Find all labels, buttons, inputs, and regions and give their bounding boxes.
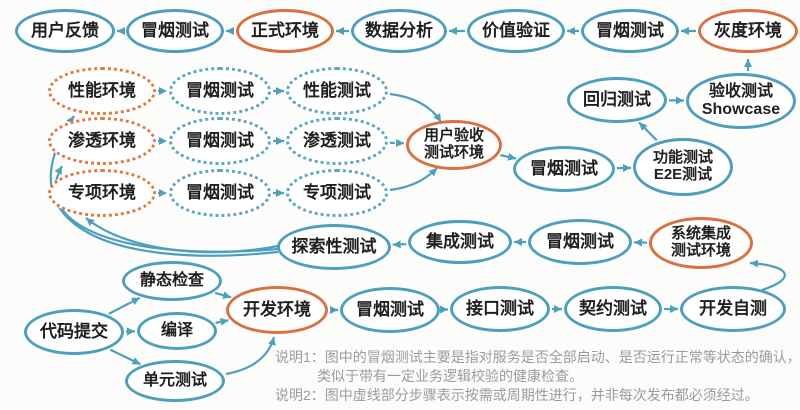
node-regression-test: 回归测试 [567, 77, 667, 123]
node-special-env: 专项环境 [48, 169, 156, 217]
edge-functional-test-to-regression-test [638, 121, 658, 142]
node-value-validation: 价值验证 [467, 9, 565, 53]
edge-exploratory-test-to-perf-env [49, 115, 279, 257]
node-acceptance-test: 验收测试 Showcase [686, 73, 796, 129]
node-sit-env: 系统集成 测试环境 [649, 217, 753, 269]
node-code-commit: 代码提交 [24, 309, 124, 355]
node-perf-test: 性能测试 [286, 67, 388, 115]
edge-unit-test-to-dev-env [225, 336, 276, 376]
node-smoke-special: 冒烟测试 [169, 169, 271, 217]
edge-dev-selftest-to-sit-env [749, 259, 786, 292]
edge-code-commit-to-unit-test [109, 348, 141, 366]
node-smoke-sit: 冒烟测试 [528, 219, 632, 265]
node-gray-env: 灰度环境 [698, 9, 798, 53]
node-smoke-pentest: 冒烟测试 [169, 117, 271, 165]
node-pentest-test: 渗透测试 [286, 117, 388, 165]
edge-compile-to-dev-env [215, 317, 229, 326]
node-dev-selftest: 开发自测 [680, 286, 786, 332]
node-prod-env: 正式环境 [236, 9, 334, 53]
edge-integration-test-to-exploratory-test [392, 240, 407, 249]
node-dev-env: 开发环境 [226, 286, 328, 334]
node-data-analysis: 数据分析 [351, 9, 447, 53]
node-static-check: 静态检查 [122, 261, 222, 301]
node-compile: 编译 [137, 312, 217, 350]
node-pentest-env: 渗透环境 [48, 117, 156, 165]
edge-pentest-test-to-uat-env [389, 139, 405, 148]
node-exploratory-test: 探索性测试 [277, 224, 391, 270]
node-functional-test: 功能测试 E2E测试 [633, 138, 733, 196]
edge-code-commit-to-static-check [108, 296, 141, 315]
node-smoke-dev: 冒烟测试 [340, 287, 440, 333]
edge-perf-test-to-uat-env [389, 92, 442, 123]
node-perf-env: 性能环境 [48, 67, 156, 115]
edge-static-check-to-dev-env [214, 291, 232, 300]
note-line-3: 说明2：图中虚线部分步骤表示按需或周期性进行，并非每次发布都必须经过。 [275, 387, 759, 403]
edge-special-test-to-uat-env [389, 167, 438, 192]
note-line-1: 说明1：图中的冒烟测试主要是指对服务是否全部启动、是否运行正常等状态的确认， [275, 349, 800, 365]
node-contract-test: 契约测试 [564, 286, 662, 332]
edge-uat-env-to-smoke-uat [499, 152, 517, 161]
edge-exploratory-test-to-special-env [85, 217, 279, 254]
node-uat-env: 用户验收 测试环境 [406, 120, 502, 170]
node-smoke-top-2: 冒烟测试 [581, 9, 679, 53]
node-unit-test: 单元测试 [125, 360, 225, 402]
node-api-test: 接口测试 [450, 286, 550, 332]
node-smoke-top-1: 冒烟测试 [126, 9, 224, 53]
node-integration-test: 集成测试 [408, 220, 512, 264]
node-smoke-perf: 冒烟测试 [169, 67, 271, 115]
node-special-test: 专项测试 [286, 169, 388, 217]
node-smoke-uat: 冒烟测试 [513, 146, 615, 192]
note-line-2: 类似于带有一定业务逻辑校验的健康检查。 [317, 368, 583, 384]
node-user-feedback: 用户反馈 [15, 9, 115, 53]
